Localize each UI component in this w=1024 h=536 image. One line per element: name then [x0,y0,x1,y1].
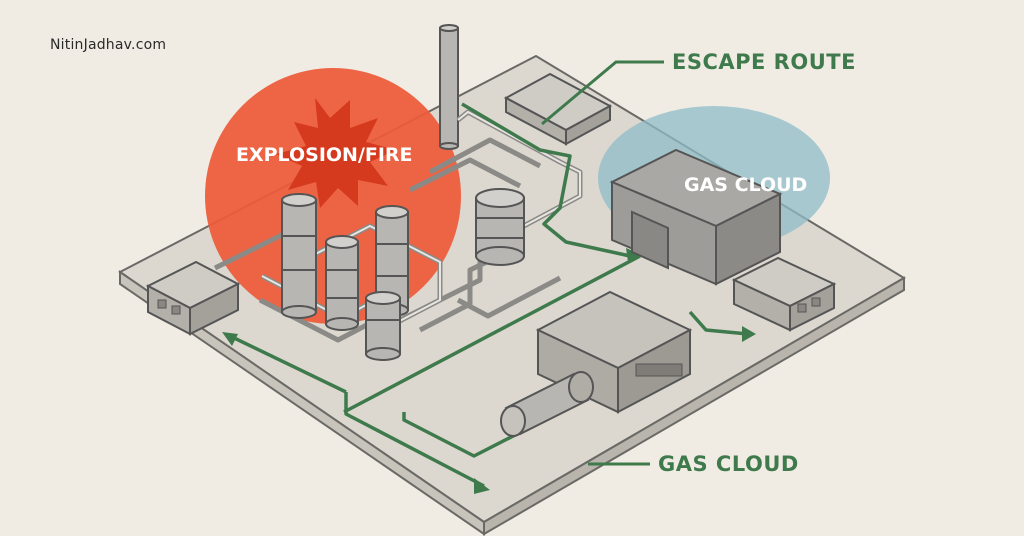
small-building-right [731,256,837,332]
site-watermark: NitinJadhav.com [50,37,167,53]
warehouse [609,148,783,286]
small-building-left [145,260,241,336]
escape-arrow-icon [222,248,756,494]
small-building-top [503,72,613,146]
explosion-burst-icon [276,98,396,208]
callout-leaders [541,60,664,466]
chimney [439,24,459,150]
storage-tanks [281,188,525,361]
gas-cloud-zone-label: GAS CLOUD [684,174,808,196]
escape-route-label: ESCAPE ROUTE [672,50,856,74]
horizontal-vessel [500,371,594,437]
explosion-fire-label: EXPLOSION/FIRE [236,144,413,166]
process-building [535,290,693,414]
gas-cloud-callout-label: GAS CLOUD [658,452,799,476]
